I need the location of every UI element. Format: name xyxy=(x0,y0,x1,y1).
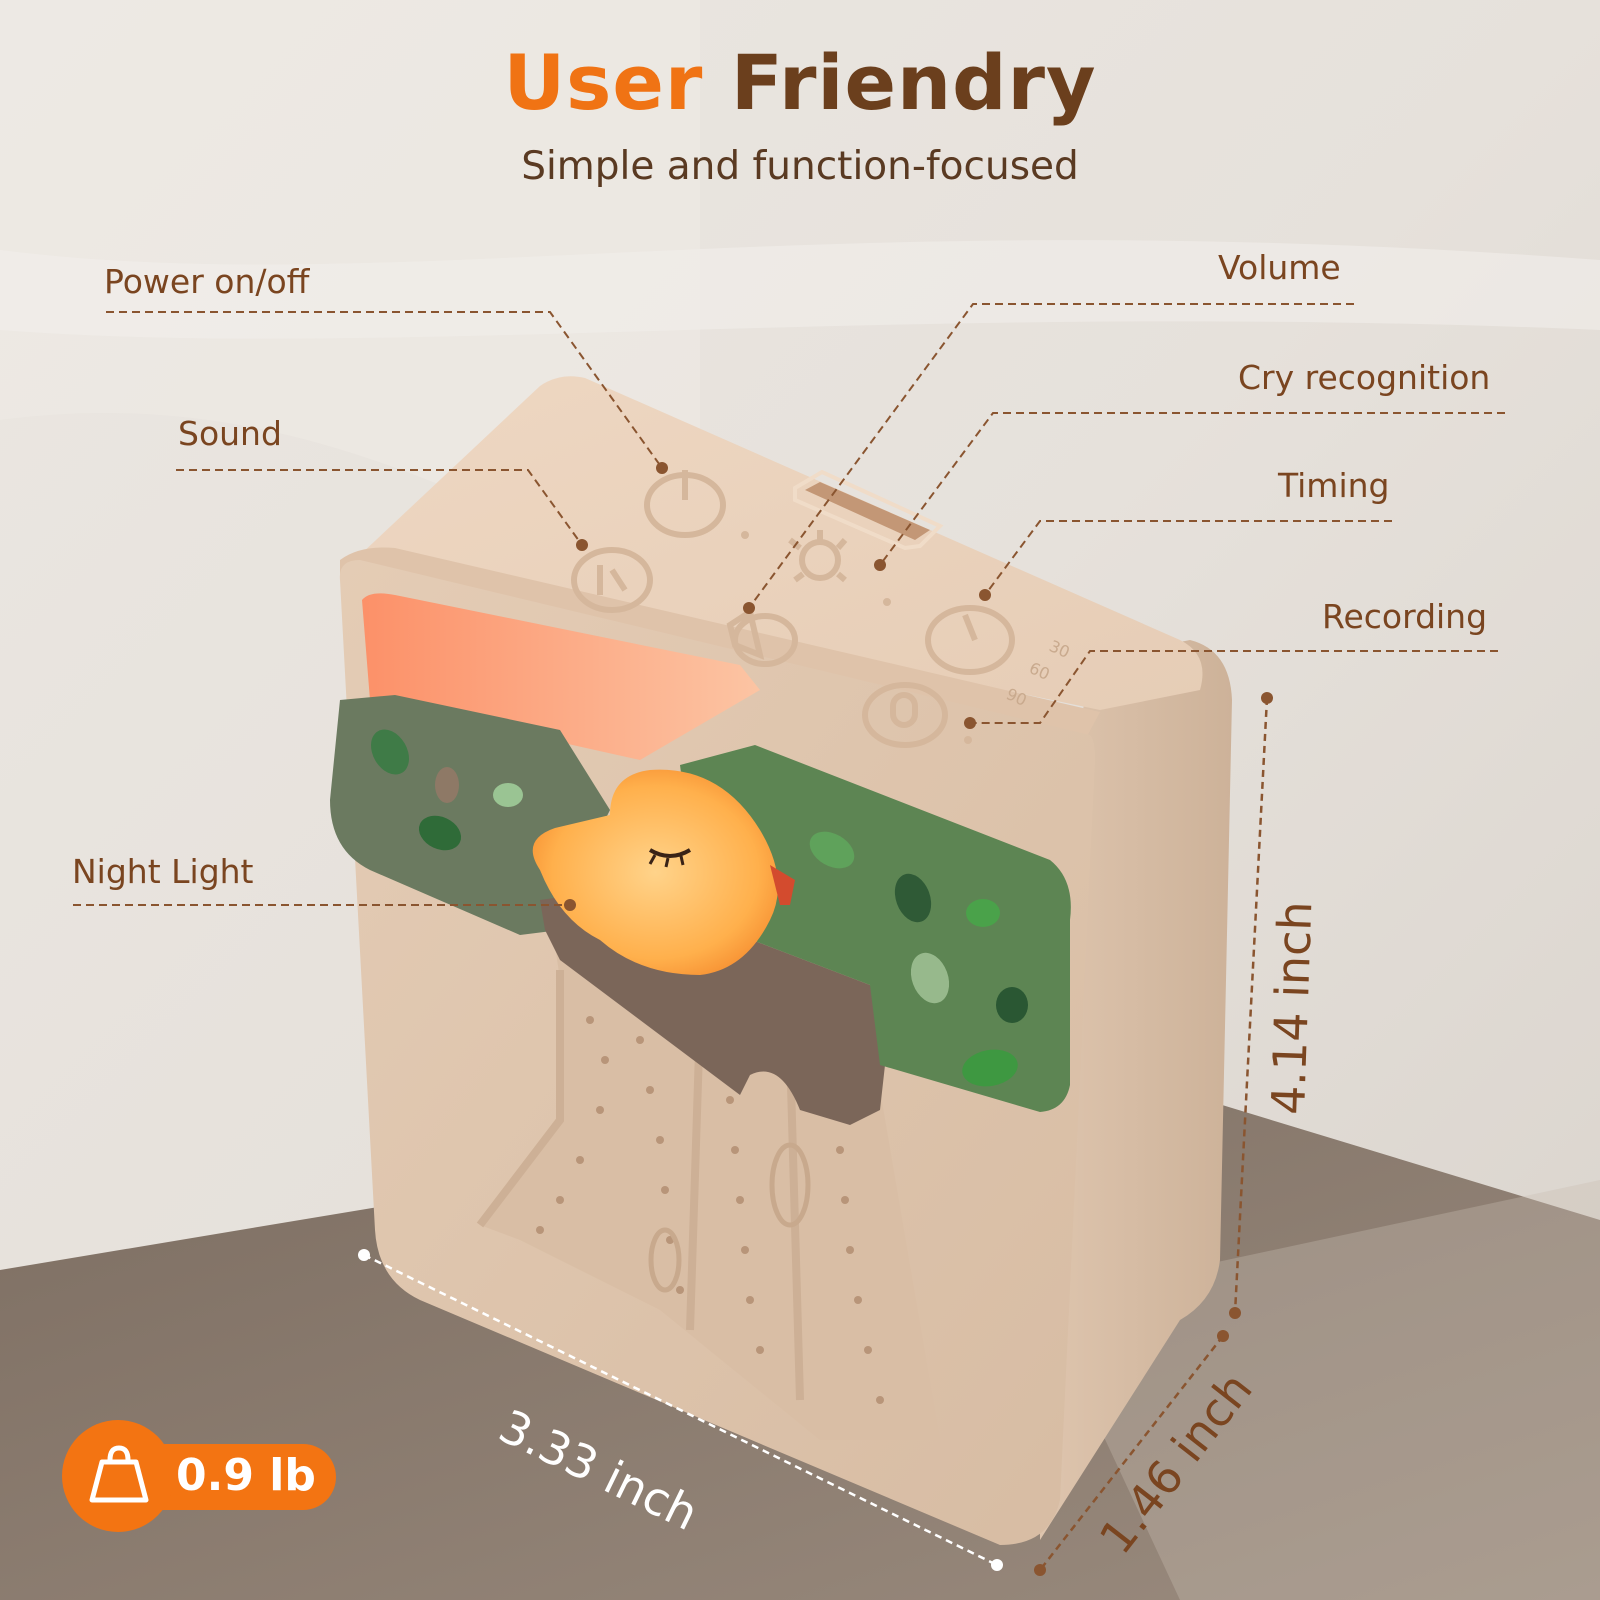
indicator-dot xyxy=(964,736,972,744)
callout-leader-lines xyxy=(73,303,1505,906)
dimension-width-line xyxy=(358,1249,1003,1571)
title-main: Friendry xyxy=(730,38,1097,127)
weight-circle xyxy=(62,1420,174,1532)
usb-port-frame xyxy=(793,469,944,551)
callout-recording: Recording xyxy=(1322,597,1488,636)
page-title: User Friendry xyxy=(0,38,1600,128)
callout-power: Power on/off xyxy=(104,262,310,301)
callout-night-light: Night Light xyxy=(72,852,254,891)
dimension-height-label: 4.14 inch xyxy=(1261,900,1323,1116)
background-light-band xyxy=(0,240,1600,339)
usb-port xyxy=(805,482,930,540)
leaf xyxy=(966,899,1000,927)
recording-button-emboss xyxy=(862,682,948,748)
bird-closed-eye xyxy=(648,848,692,858)
power-button-emboss xyxy=(644,470,726,538)
indicator-dot xyxy=(741,531,749,539)
bird-wing xyxy=(770,865,795,905)
leaf xyxy=(910,952,950,1004)
speaker-grille xyxy=(536,1016,884,1404)
bird-eyelashes xyxy=(648,854,685,868)
leaf xyxy=(371,729,409,775)
tree-knot xyxy=(648,1227,682,1293)
weight-value: 0.9 lb xyxy=(176,1450,316,1501)
leaf xyxy=(894,873,932,923)
callout-timing: Timing xyxy=(1278,466,1390,505)
leaf xyxy=(962,1049,1018,1087)
title-highlight: User xyxy=(503,38,704,127)
timing-button-emboss xyxy=(925,605,1015,675)
callout-leader-dots xyxy=(564,462,991,911)
page-subtitle: Simple and function-focused xyxy=(521,144,1079,189)
leaf xyxy=(418,815,462,851)
callout-cry-recognition: Cry recognition xyxy=(1238,358,1491,397)
volume-button-emboss xyxy=(726,607,798,667)
dimension-height-line xyxy=(1229,692,1273,1319)
night-light-bird xyxy=(532,769,778,975)
tree-knot xyxy=(769,1142,811,1228)
weight-icon xyxy=(89,1445,149,1503)
indicator-dot xyxy=(883,598,891,606)
device-top xyxy=(360,376,1203,710)
leaf xyxy=(435,767,459,803)
callout-sound: Sound xyxy=(178,414,282,453)
leaf xyxy=(493,783,523,807)
weight-badge: 0.9 lb xyxy=(62,1420,340,1532)
leaf xyxy=(809,831,855,869)
sound-button-emboss xyxy=(571,547,653,613)
leaf xyxy=(996,987,1028,1023)
tree-canopy-right xyxy=(680,745,1071,1112)
dimension-depth-line xyxy=(1034,1330,1229,1576)
callout-volume: Volume xyxy=(1218,248,1341,287)
